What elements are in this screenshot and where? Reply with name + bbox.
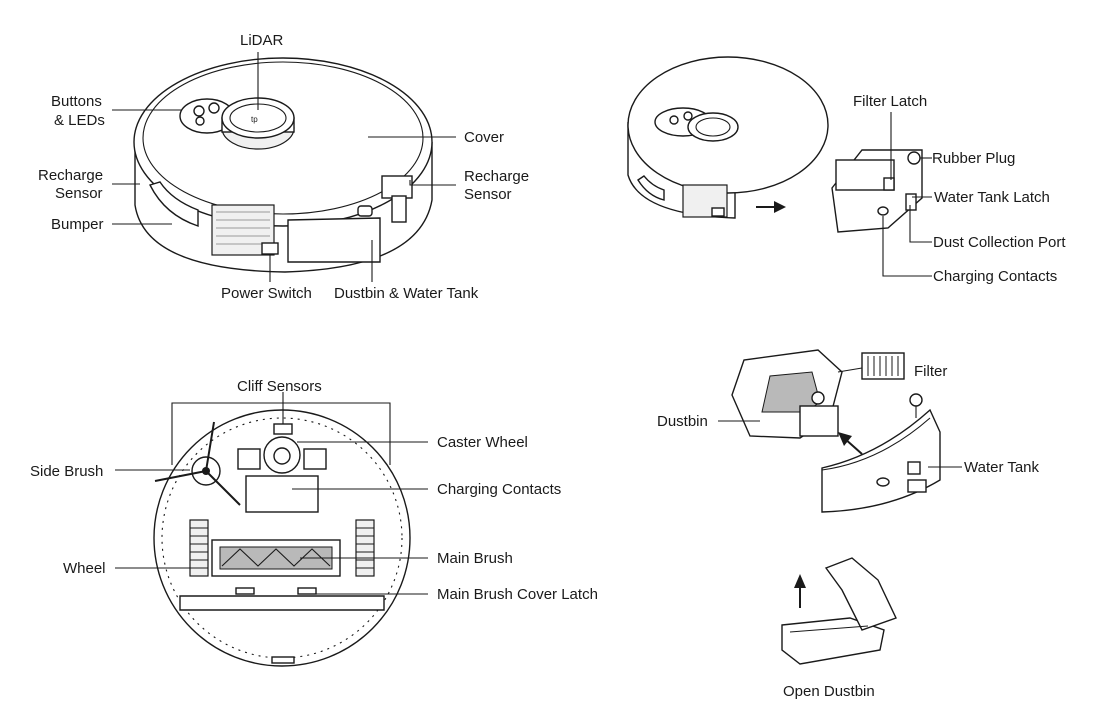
dustbin-exploded-view: Filter Dustbin Water Tank Open Dustbin <box>657 349 1040 700</box>
rubber-plug-label: Rubber Plug <box>932 150 1015 167</box>
open-dustbin-label: Open Dustbin <box>783 683 875 700</box>
bottom-charging-contacts-label: Charging Contacts <box>437 481 561 498</box>
cliff-sensors-label: Cliff Sensors <box>237 378 322 395</box>
recharge-sensor-left-label-line1: Recharge <box>38 167 103 184</box>
recharge-sensor-right-label-line2: Sensor <box>464 186 512 203</box>
bottom-charging-contacts <box>245 475 319 513</box>
dust-collection-port-label: Dust Collection Port <box>933 234 1066 251</box>
lidar-label: LiDAR <box>240 32 284 49</box>
cover-label: Cover <box>464 129 504 146</box>
main-brush-label: Main Brush <box>437 550 513 567</box>
water-tank-latch-label: Water Tank Latch <box>934 189 1050 206</box>
side-view-robot: Filter Latch Rubber Plug Water Tank Latc… <box>627 56 1066 285</box>
buttons-leds-label-line1: Buttons <box>51 93 102 110</box>
open-dustbin <box>781 617 885 665</box>
main-brush-cover-latch <box>235 587 255 595</box>
rubber-plug <box>907 151 921 165</box>
water-tank <box>821 408 941 513</box>
dustbin-label: Dustbin <box>657 413 708 430</box>
wheel-label: Wheel <box>63 560 106 577</box>
left-wheel <box>189 519 209 577</box>
bumper-label: Bumper <box>51 216 104 233</box>
recharge-sensor-right-label-line1: Recharge <box>464 168 529 185</box>
side-brush-label: Side Brush <box>30 463 103 480</box>
svg-text:tp: tp <box>251 115 258 124</box>
recharge-sensor-left-label-line2: Sensor <box>55 185 103 202</box>
bottom-view-robot: Cliff Sensors Caster Wheel Side Brush Ch… <box>30 378 598 667</box>
power-switch-label: Power Switch <box>221 285 312 302</box>
power-switch <box>261 242 279 255</box>
filter-latch-label: Filter Latch <box>853 93 927 110</box>
filter-label: Filter <box>914 363 947 380</box>
side-charging-contacts-label: Charging Contacts <box>933 268 1057 285</box>
top-view-robot: tp LiDAR Buttons & LEDs Recharge Sensor … <box>38 32 529 302</box>
main-brush-cover-latch-label: Main Brush Cover Latch <box>437 586 598 603</box>
filter <box>861 352 905 380</box>
right-wheel <box>355 519 375 577</box>
top-recharge-sensor-right <box>381 175 413 199</box>
caster-wheel-label: Caster Wheel <box>437 434 528 451</box>
dustbin-water-tank-label: Dustbin & Water Tank <box>334 285 479 302</box>
buttons-leds-label-line2: & LEDs <box>54 112 105 129</box>
water-tank-label: Water Tank <box>964 459 1040 476</box>
